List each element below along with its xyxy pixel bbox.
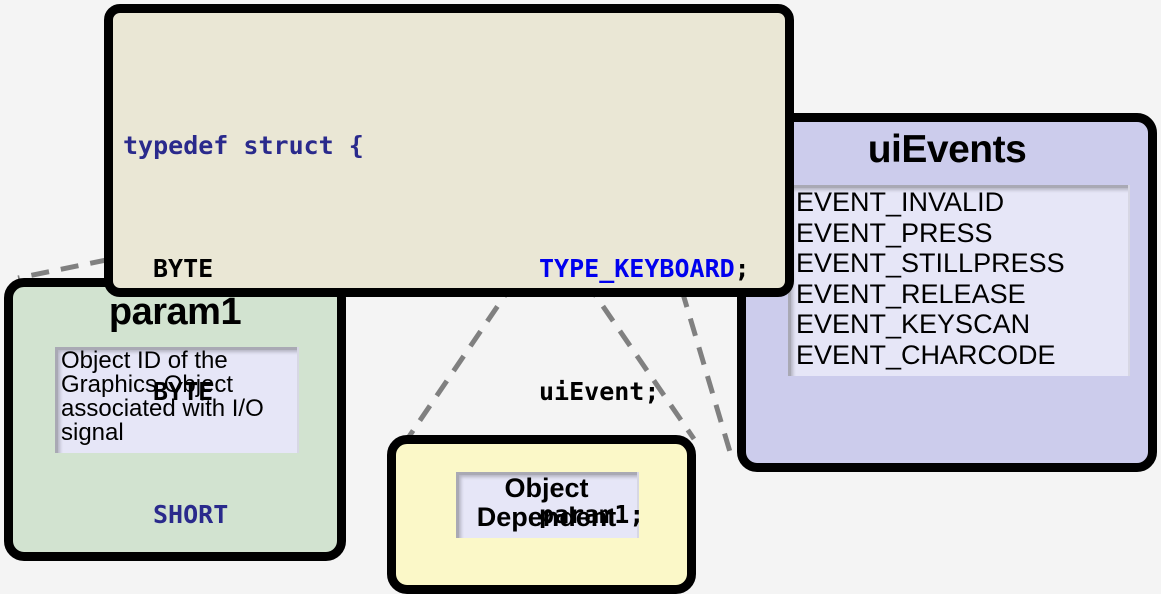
uievents-panel: uiEvents EVENT_INVALID EVENT_PRESS EVENT…	[737, 113, 1157, 472]
object-dependent-label: Object Dependent	[456, 472, 639, 538]
param1-description: Object ID of the Graphics Object associa…	[55, 347, 299, 453]
code-type-short-1: SHORT	[153, 500, 229, 529]
uievents-list-item: EVENT_INVALID	[796, 187, 1005, 217]
param1-panel-title: param1	[108, 291, 242, 333]
uievents-list-item: EVENT_PRESS	[796, 217, 993, 248]
code-field-type-keyboard: TYPE_KEYBOARD	[539, 254, 735, 283]
code-line-byte-uievent: BYTE uiEvent;	[123, 371, 785, 412]
uievents-list: EVENT_INVALID EVENT_PRESS EVENT_STILLPRE…	[788, 185, 1130, 376]
code-type-byte-2: BYTE	[153, 377, 214, 406]
param1-panel: param1 Object ID of the Graphics Object …	[4, 278, 346, 561]
struct-code-block: typedef struct { BYTE TYPE_KEYBOARD; BYTE…	[104, 4, 794, 529]
struct-code-text: typedef struct { BYTE TYPE_KEYBOARD; BYTE…	[113, 13, 785, 594]
code-line-typedef: typedef struct {	[123, 125, 785, 166]
code-keyword-typedef-struct: typedef struct {	[123, 131, 364, 160]
uievents-panel-title: uiEvents	[867, 128, 1027, 171]
uievents-list-item: EVENT_KEYSCAN	[796, 309, 1031, 339]
code-type-byte-1: BYTE	[153, 254, 214, 283]
code-field-uievent: uiEvent;	[539, 377, 660, 406]
code-field-param1: param1;	[539, 500, 645, 529]
code-semicolon-1: ;	[734, 254, 750, 283]
uievents-list-item: EVENT_RELEASE	[796, 278, 1026, 309]
code-line-byte-keyboard: BYTE TYPE_KEYBOARD;	[123, 248, 785, 289]
code-line-short-param1: SHORT param1;	[123, 494, 785, 535]
uievents-list-item: EVENT_STILLPRESS	[796, 248, 1065, 278]
uievents-list-item: EVENT_CHARCODE	[796, 339, 1056, 370]
